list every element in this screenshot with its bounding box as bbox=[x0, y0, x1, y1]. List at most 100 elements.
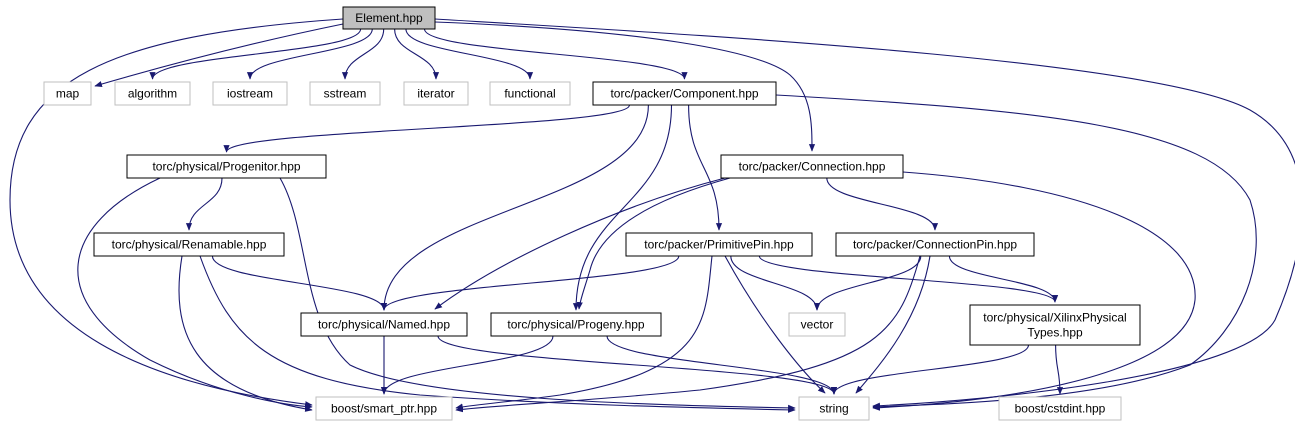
edge-connectionpin-to-string bbox=[855, 255, 931, 394]
edge-component-to-primitivepin bbox=[688, 104, 723, 231]
node-boost-cstdint-hpp-label: boost/cstdint.hpp bbox=[1015, 402, 1106, 416]
node-sstream-label: sstream bbox=[324, 87, 367, 101]
edge-component-to-named bbox=[380, 104, 649, 311]
edge-connectionpin-to-xilinx bbox=[948, 255, 1059, 303]
node-sstream: sstream bbox=[309, 81, 381, 106]
node-element-hpp-label: Element.hpp bbox=[355, 11, 423, 25]
edge-primitivepin-to-vector bbox=[730, 255, 821, 311]
node-component-hpp-box bbox=[592, 81, 777, 106]
node-connectionpin-hpp-box bbox=[835, 232, 1035, 257]
node-progeny-hpp[interactable]: torc/physical/Progeny.hpp bbox=[490, 312, 662, 337]
node-iterator-label: iterator bbox=[417, 87, 454, 101]
node-element-hpp: Element.hpp bbox=[342, 6, 436, 30]
node-primitivepin-hpp-label: torc/packer/PrimitivePin.hpp bbox=[644, 238, 794, 252]
edge-primitivepin-to-smartptr bbox=[455, 255, 713, 410]
edge-renamable-to-named bbox=[211, 255, 388, 311]
node-vector-box bbox=[788, 312, 846, 337]
edge-progeny-to-string bbox=[606, 335, 838, 395]
edge-element-to-connection bbox=[434, 21, 816, 152]
edge-element-to-iostream bbox=[246, 28, 373, 80]
node-map-box bbox=[43, 81, 92, 106]
edge-element-to-component bbox=[423, 28, 688, 80]
node-component-hpp-label: torc/packer/Component.hpp bbox=[610, 87, 758, 101]
node-renamable-hpp[interactable]: torc/physical/Renamable.hpp bbox=[93, 232, 285, 257]
edge-named-to-string bbox=[437, 335, 837, 395]
node-algorithm: algorithm bbox=[114, 81, 191, 106]
node-iterator-box bbox=[403, 81, 469, 106]
node-string-label: string bbox=[819, 402, 848, 416]
node-connectionpin-hpp-label: torc/packer/ConnectionPin.hpp bbox=[853, 238, 1017, 252]
edge-component-to-progenitor bbox=[223, 104, 631, 153]
edge-connectionpin-to-smartptr bbox=[455, 255, 921, 413]
edge-component-to-progeny bbox=[572, 104, 673, 311]
nodes-layer: Element.hpp map algorithm iostream sstream it… bbox=[43, 6, 1141, 421]
node-algorithm-label: algorithm bbox=[128, 87, 177, 101]
node-algorithm-box bbox=[114, 81, 191, 106]
edge-element-to-functional bbox=[405, 28, 534, 80]
node-functional-box bbox=[489, 81, 571, 106]
node-primitivepin-hpp-box bbox=[625, 232, 813, 257]
node-boost-smart-ptr-hpp-label: boost/smart_ptr.hpp bbox=[331, 402, 437, 416]
node-iterator: iterator bbox=[403, 81, 469, 106]
node-iostream: iostream bbox=[212, 81, 288, 106]
node-primitivepin-hpp[interactable]: torc/packer/PrimitivePin.hpp bbox=[625, 232, 813, 257]
node-connection-hpp-box bbox=[720, 154, 904, 179]
node-connectionpin-hpp[interactable]: torc/packer/ConnectionPin.hpp bbox=[835, 232, 1035, 257]
edge-primitivepin-to-xilinx bbox=[758, 255, 1058, 303]
node-connection-hpp[interactable]: torc/packer/Connection.hpp bbox=[720, 154, 904, 179]
node-progenitor-hpp-label: torc/physical/Progenitor.hpp bbox=[152, 160, 300, 174]
edge-progeny-to-smartptr bbox=[380, 335, 554, 395]
node-boost-cstdint-hpp: boost/cstdint.hpp bbox=[998, 396, 1122, 421]
edge-connectionpin-to-vector bbox=[813, 255, 922, 311]
node-connection-hpp-label: torc/packer/Connection.hpp bbox=[739, 160, 886, 174]
node-sstream-box bbox=[309, 81, 381, 106]
node-functional: functional bbox=[489, 81, 571, 106]
node-boost-smart-ptr-hpp-box bbox=[315, 396, 453, 421]
node-progenitor-hpp-box bbox=[126, 154, 327, 179]
node-element-hpp-box bbox=[342, 6, 436, 30]
node-progenitor-hpp[interactable]: torc/physical/Progenitor.hpp bbox=[126, 154, 327, 179]
edge-element-to-map bbox=[94, 23, 344, 88]
node-iostream-box bbox=[212, 81, 288, 106]
node-boost-cstdint-hpp-box bbox=[998, 396, 1122, 421]
edge-progenitor-to-string bbox=[279, 177, 796, 411]
node-progeny-hpp-label: torc/physical/Progeny.hpp bbox=[507, 318, 645, 332]
edge-progenitor-to-smartptr bbox=[77, 177, 313, 410]
edge-connection-to-connectionpin bbox=[826, 177, 939, 231]
node-iostream-label: iostream bbox=[227, 87, 273, 101]
node-boost-smart-ptr-hpp: boost/smart_ptr.hpp bbox=[315, 396, 453, 421]
edge-element-to-string bbox=[434, 18, 1295, 409]
edge-element-to-algorithm bbox=[149, 28, 362, 80]
node-named-hpp[interactable]: torc/physical/Named.hpp bbox=[300, 312, 468, 337]
edge-element-to-iterator bbox=[394, 28, 440, 80]
edges-layer bbox=[9, 18, 1295, 413]
edge-renamable-to-smartptr bbox=[178, 255, 313, 412]
edge-primitivepin-to-named bbox=[380, 255, 680, 311]
node-named-hpp-box bbox=[300, 312, 468, 337]
node-map-label: map bbox=[56, 87, 80, 101]
node-progeny-hpp-box bbox=[490, 312, 662, 337]
edge-element-to-smartptr bbox=[9, 18, 344, 408]
edge-xilinx-to-cstdint bbox=[1055, 344, 1064, 395]
edge-connection-to-progeny bbox=[576, 177, 731, 310]
node-xilinxphysicaltypes-hpp-label: Types.hpp bbox=[1027, 326, 1083, 340]
node-named-hpp-label: torc/physical/Named.hpp bbox=[318, 318, 450, 332]
edge-renamable-to-string bbox=[199, 255, 796, 413]
node-vector-label: vector bbox=[801, 318, 834, 332]
node-map: map bbox=[43, 81, 92, 106]
edge-element-to-sstream bbox=[341, 28, 385, 80]
node-vector: vector bbox=[788, 312, 846, 337]
edge-connection-to-string bbox=[872, 171, 1196, 411]
node-functional-label: functional bbox=[504, 87, 555, 101]
node-renamable-hpp-box bbox=[93, 232, 285, 257]
node-component-hpp[interactable]: torc/packer/Component.hpp bbox=[592, 81, 777, 106]
edge-progenitor-to-renamable bbox=[185, 177, 223, 231]
node-string: string bbox=[798, 396, 870, 421]
node-string-box bbox=[798, 396, 870, 421]
edge-xilinx-to-string bbox=[830, 344, 1030, 395]
node-xilinxphysicaltypes-hpp-label: torc/physical/XilinxPhysical bbox=[983, 311, 1126, 325]
node-xilinxphysicaltypes-hpp-box bbox=[969, 304, 1141, 346]
node-renamable-hpp-label: torc/physical/Renamable.hpp bbox=[112, 238, 267, 252]
